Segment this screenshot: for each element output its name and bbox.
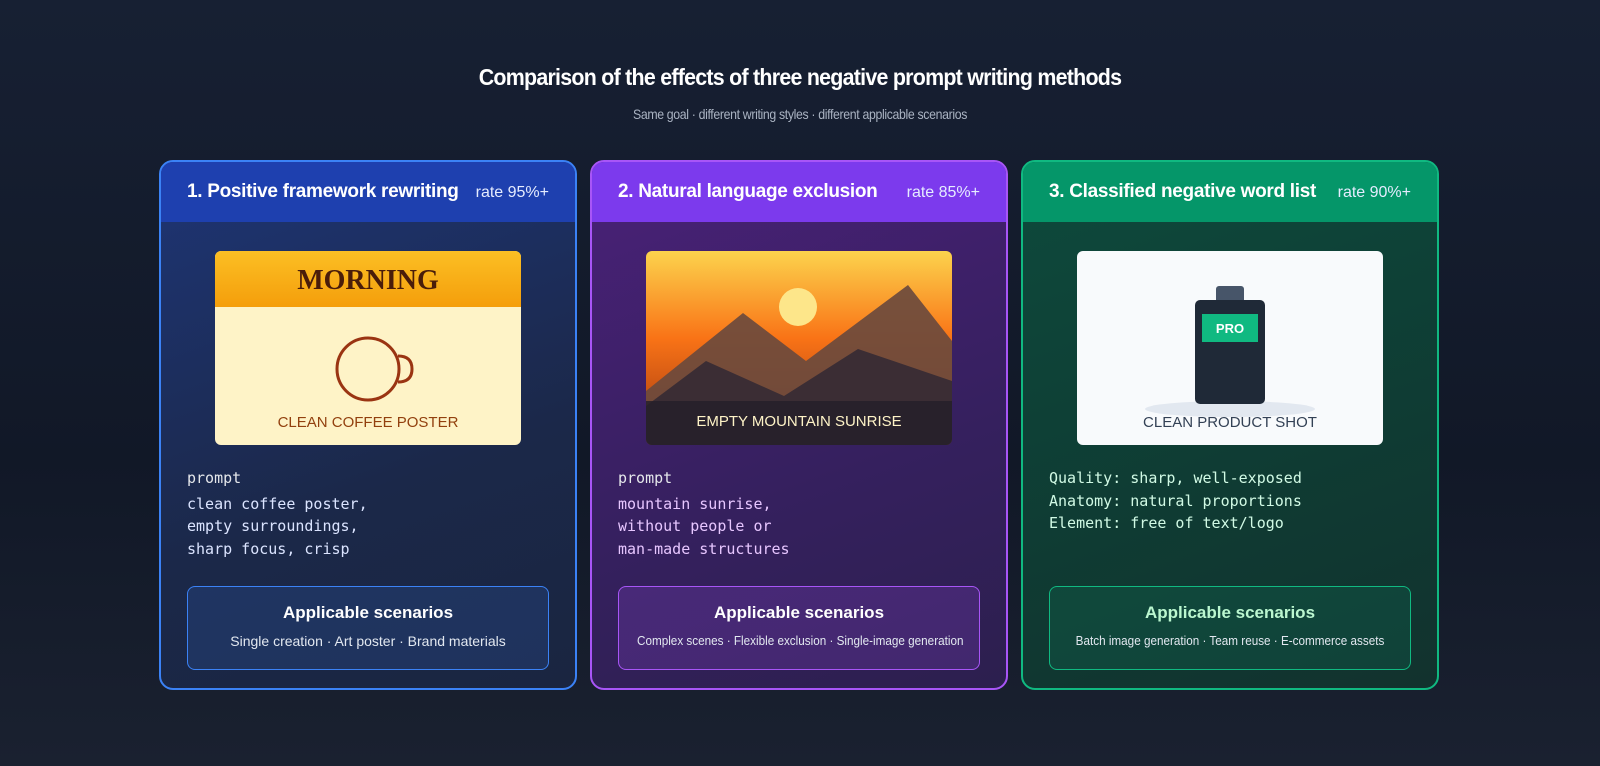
scenarios-title: Applicable scenarios — [282, 603, 454, 622]
scenarios-title: Applicable scenarios — [1144, 603, 1316, 622]
card-title: 1. Positive framework rewriting — [187, 181, 459, 202]
product-shot-illustration: PRO CLEAN PRODUCT SHOT — [1077, 251, 1383, 445]
code-line: Quality: sharp, well-exposed — [1049, 469, 1302, 487]
method-card-positive-framework: 1. Positive framework rewriting rate 95%… — [159, 160, 577, 690]
card-rate: rate 95%+ — [475, 184, 549, 201]
negative-word-list: Quality: sharp, well-exposed Anatomy: na… — [1049, 467, 1409, 535]
code-line: Anatomy: natural proportions — [1049, 491, 1302, 510]
mountain-sunrise-illustration: EMPTY MOUNTAIN SUNRISE — [646, 251, 952, 445]
code-label: prompt — [618, 469, 673, 487]
card-title: 3. Classified negative word list — [1049, 181, 1317, 202]
card-header: 1. Positive framework rewriting rate 95%… — [161, 162, 575, 222]
illustration-caption: EMPTY MOUNTAIN SUNRISE — [696, 413, 901, 430]
card-title: 2. Natural language exclusion — [618, 181, 878, 202]
code-line: man-made structures — [618, 539, 790, 558]
page-title: Comparison of the effects of three negat… — [478, 64, 1122, 90]
code-line: without people or — [618, 517, 772, 535]
prompt-code-block: prompt mountain sunrise, without people … — [618, 467, 978, 560]
scenarios-box: Applicable scenarios Batch image generat… — [1049, 586, 1411, 670]
code-line: mountain sunrise, — [618, 494, 772, 513]
card-rate: rate 90%+ — [1337, 184, 1411, 201]
scenarios-title: Applicable scenarios — [713, 603, 885, 622]
code-line: sharp focus, crisp — [187, 539, 350, 558]
code-line: Element: free of text/logo — [1049, 514, 1284, 532]
coffee-poster-illustration: MORNING CLEAN COFFEE POSTER — [215, 251, 521, 445]
code-line: clean coffee poster, — [187, 494, 368, 513]
scenarios-text: Single creation · Art poster · Brand mat… — [230, 633, 506, 649]
poster-banner: MORNING — [297, 265, 439, 296]
card-header: 2. Natural language exclusion rate 85%+ — [592, 162, 1006, 222]
card-rate: rate 85%+ — [906, 184, 980, 201]
page-subtitle: Same goal · different writing styles · d… — [632, 106, 968, 122]
code-line: empty surroundings, — [187, 517, 359, 535]
scenarios-text: Batch image generation · Team reuse · E-… — [1075, 633, 1385, 648]
mountain-sunrise-icon: EMPTY MOUNTAIN SUNRISE — [646, 251, 952, 445]
scenarios-box: Applicable scenarios Single creation · A… — [187, 586, 549, 670]
product-bottle-icon: PRO CLEAN PRODUCT SHOT — [1077, 251, 1383, 445]
illustration-caption: CLEAN COFFEE POSTER — [278, 414, 459, 431]
coffee-cup-icon: MORNING CLEAN COFFEE POSTER — [215, 251, 521, 445]
scenarios-box: Applicable scenarios Complex scenes · Fl… — [618, 586, 980, 670]
code-label: prompt — [187, 469, 242, 487]
card-header: 3. Classified negative word list rate 90… — [1023, 162, 1437, 222]
prompt-code-block: prompt clean coffee poster, empty surrou… — [187, 467, 547, 560]
method-card-classified-word-list: 3. Classified negative word list rate 90… — [1021, 160, 1439, 690]
method-card-natural-language: 2. Natural language exclusion rate 85%+ … — [590, 160, 1008, 690]
scenarios-text: Complex scenes · Flexible exclusion · Si… — [637, 633, 964, 648]
illustration-caption: CLEAN PRODUCT SHOT — [1143, 414, 1317, 431]
product-label: PRO — [1216, 321, 1244, 336]
